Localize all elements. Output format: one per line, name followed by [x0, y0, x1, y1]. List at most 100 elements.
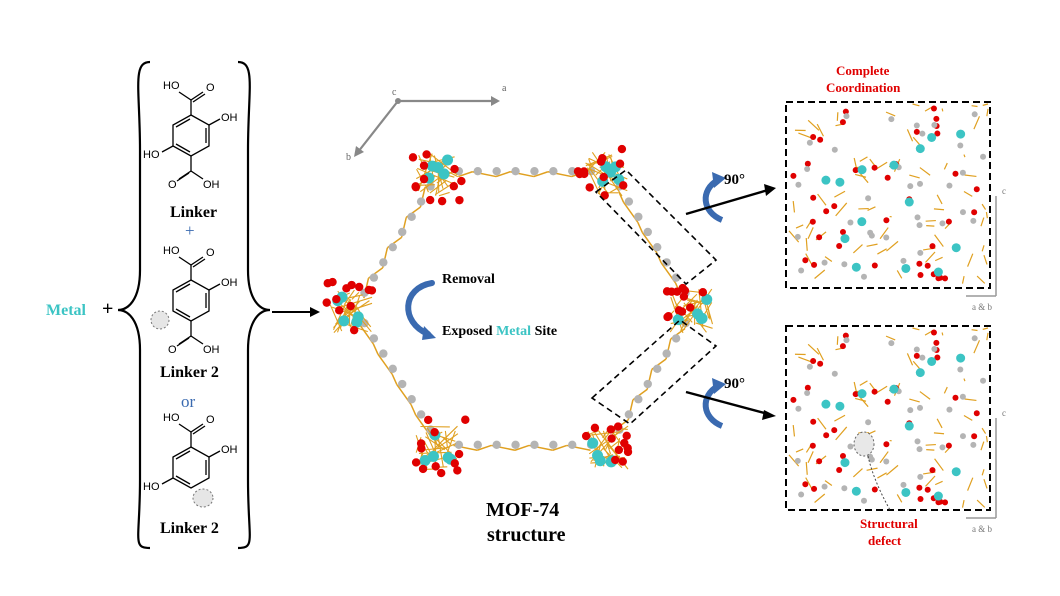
atom: [883, 217, 890, 224]
atom: [643, 227, 652, 237]
atom: [847, 219, 854, 226]
atom: [916, 446, 923, 453]
atom: [449, 182, 459, 191]
atom: [794, 457, 801, 464]
atom: [842, 332, 849, 339]
bond: [835, 426, 848, 441]
atom: [900, 257, 907, 264]
atom: [839, 119, 846, 126]
atom: [418, 464, 428, 474]
atom: [935, 499, 942, 506]
atom: [672, 314, 684, 326]
atom: [438, 168, 450, 180]
atom: [643, 379, 652, 389]
bond: [852, 244, 863, 254]
linker2-vacancy: [150, 310, 170, 330]
atom: [959, 209, 966, 216]
bond: [514, 444, 530, 451]
atom: [590, 423, 600, 433]
selected-wall-bottom: [590, 318, 718, 426]
atom: [933, 491, 943, 501]
atom: [871, 262, 878, 269]
atom: [568, 440, 577, 450]
bond: [925, 475, 936, 487]
atom: [328, 277, 337, 287]
atom: [836, 467, 843, 474]
atom: [455, 195, 464, 205]
bond: [335, 296, 373, 310]
bond: [343, 289, 355, 306]
linker1-label: Linker: [170, 204, 218, 221]
bond: [805, 477, 813, 490]
atom: [924, 486, 931, 493]
bond: [976, 275, 986, 284]
bond: [971, 105, 978, 108]
axis-indicator: [357, 99, 494, 153]
atom: [839, 343, 846, 350]
bond: [437, 433, 444, 468]
bond: [896, 494, 903, 503]
bond: [855, 397, 867, 402]
atom: [842, 108, 849, 115]
atom: [959, 393, 966, 400]
bond: [936, 418, 943, 429]
atom: [933, 339, 940, 346]
bond: [973, 340, 981, 354]
bond: [391, 373, 398, 385]
bond: [867, 206, 876, 211]
bond: [986, 108, 989, 117]
bond: [885, 335, 896, 341]
atom: [369, 334, 379, 343]
linker3-vacancy: [192, 488, 214, 508]
atom: [904, 197, 914, 207]
linker2-label: Linker 2: [160, 364, 219, 381]
atom: [379, 349, 388, 358]
atom: [615, 159, 625, 168]
atom: [810, 133, 817, 140]
atom: [364, 285, 374, 295]
bond: [680, 293, 698, 311]
atom: [617, 144, 627, 154]
metal-label: Metal: [46, 302, 86, 319]
atom: [606, 425, 616, 434]
atom: [942, 499, 949, 506]
atom: [453, 466, 462, 475]
bond: [476, 444, 492, 451]
bond: [943, 162, 948, 170]
bond: [788, 454, 800, 467]
bond: [877, 472, 887, 479]
atom: [618, 457, 627, 466]
atom: [794, 233, 801, 240]
atom: [917, 272, 924, 279]
atom: [916, 484, 923, 491]
mol2-top-o: O: [206, 247, 215, 259]
bond: [982, 327, 989, 330]
atom: [915, 368, 925, 378]
bond: [963, 190, 973, 197]
bond: [858, 171, 869, 184]
bond: [963, 378, 966, 382]
atom: [624, 410, 634, 419]
atom: [692, 308, 704, 320]
bond: [670, 310, 675, 315]
atom: [871, 164, 878, 171]
atom: [332, 294, 341, 304]
atom: [653, 364, 662, 374]
linker2-molecule: [172, 256, 221, 347]
bond: [795, 224, 804, 229]
atom: [907, 407, 914, 414]
atom: [851, 486, 861, 496]
atom: [809, 218, 816, 225]
atom: [927, 356, 937, 366]
removal-label: Removal: [442, 272, 495, 287]
atom: [416, 197, 426, 206]
atom: [817, 360, 824, 367]
bond: [963, 414, 973, 421]
atom: [865, 419, 872, 426]
atom: [426, 160, 438, 172]
bond: [817, 193, 827, 206]
